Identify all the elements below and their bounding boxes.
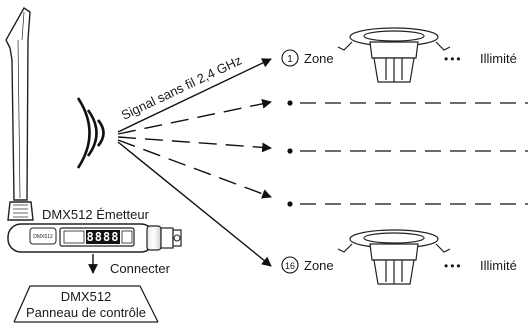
zone-1-ellipsis: ••• [444,52,463,66]
control-panel-icon [13,285,159,323]
zone-number-badge [281,256,299,274]
antenna-icon [5,6,34,221]
zone-16-number: 16 [285,261,295,271]
zone-1-label: Zone [304,51,334,66]
zone-number-badge [281,49,299,67]
zone-16-ellipsis: ••• [444,259,463,273]
transmitter-label: DMX512 Émetteur [42,207,150,222]
transmitter-display: 8888 [87,230,120,244]
svg-text:DMX512: DMX512 [33,234,53,240]
zone-16-limit: Illimité [480,258,517,273]
zone-1-limit: Illimité [480,51,517,66]
placeholder-rows [287,100,528,207]
dmx-transmitter-icon: DMX512 8888 [7,223,182,253]
downlight-icon [337,27,451,83]
zone-1-number: 1 [287,54,293,65]
zone-16-row: 16 Zone ••• Illimité [281,229,517,285]
arrow-zone-1 [117,58,272,133]
downlight-icon [337,229,451,285]
signal-arrows [117,58,272,267]
zone-16-label: Zone [304,258,334,273]
connect-label: Connecter [110,261,171,276]
arrow-3 [117,136,272,153]
zone-1-row: 1 Zone ••• Illimité [281,27,517,83]
arrow-zone-16 [117,141,272,267]
panel-line1: DMX512 [61,289,112,304]
panel-line2: Panneau de contrôle [26,305,146,320]
arrow-4 [117,139,272,199]
radio-waves-icon [76,97,105,169]
